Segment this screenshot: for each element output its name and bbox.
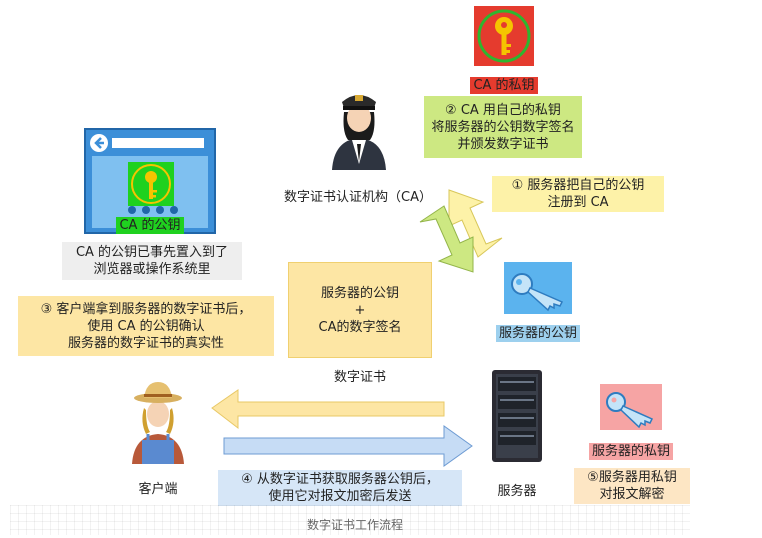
server-public-key-icon bbox=[504, 262, 572, 314]
server-private-key-label: 服务器的私钥 bbox=[582, 440, 680, 460]
step3-line: 服务器的数字证书的真实性 bbox=[67, 335, 224, 351]
ca-officer-avatar bbox=[324, 82, 394, 172]
step2-line: 并颁发数字证书 bbox=[457, 136, 549, 152]
ca-name: 数字证书认证机构（CA） bbox=[284, 190, 432, 205]
browser-note-line: CA 的公钥已事先置入到了 bbox=[75, 245, 229, 260]
step5-line: ⑤服务器用私钥 bbox=[587, 470, 677, 485]
step2-line: ② CA 用自己的私钥 bbox=[445, 102, 561, 118]
browser-dots bbox=[126, 206, 178, 214]
step3-line: ③ 客户端拿到服务器的数字证书后， bbox=[40, 301, 252, 317]
certificate-line2: CA的数字签名 bbox=[318, 319, 402, 335]
server-name: 服务器 bbox=[497, 484, 537, 499]
browser-note: CA 的公钥已事先置入到了 浏览器或操作系统里 bbox=[62, 242, 242, 280]
browser-note-line: 浏览器或操作系统里 bbox=[93, 262, 211, 277]
client-name: 客户端 bbox=[138, 482, 178, 497]
step4-line: 使用它对报文加密后发送 bbox=[268, 489, 412, 504]
step3-line: 使用 CA 的公钥确认 bbox=[87, 318, 205, 334]
back-arrow-icon bbox=[90, 134, 108, 152]
caption-grid-background bbox=[10, 505, 690, 535]
ca-private-key-label: CA 的私钥 bbox=[466, 74, 542, 94]
digital-certificate: 服务器的公钥 + CA的数字签名 bbox=[288, 262, 432, 358]
certificate-line1: 服务器的公钥 bbox=[320, 285, 399, 301]
server-rack-icon bbox=[490, 368, 544, 464]
server-public-key-label: 服务器的公钥 bbox=[490, 322, 586, 342]
step5-note: ⑤服务器用私钥 对报文解密 bbox=[574, 468, 690, 504]
ca-public-key-label: CA 的公钥 bbox=[108, 214, 192, 234]
browser-address-bar bbox=[112, 138, 204, 148]
client-avatar bbox=[126, 376, 190, 466]
step2-note: ② CA 用自己的私钥 将服务器的公钥数字签名 并颁发数字证书 bbox=[424, 96, 582, 158]
step1-note: ① 服务器把自己的公钥 注册到 CA bbox=[492, 176, 664, 212]
browser-window: CA 的公钥 bbox=[84, 128, 216, 234]
step2-line: 将服务器的公钥数字签名 bbox=[431, 119, 575, 135]
certificate-plus: + bbox=[354, 302, 366, 318]
ca-private-key-icon bbox=[474, 6, 534, 66]
step5-line: 对报文解密 bbox=[599, 487, 665, 502]
step1-line: 注册到 CA bbox=[547, 195, 609, 210]
step3-note: ③ 客户端拿到服务器的数字证书后， 使用 CA 的公钥确认 服务器的数字证书的真… bbox=[18, 296, 274, 356]
ca-public-key-icon bbox=[128, 162, 174, 206]
step4-note: ④ 从数字证书获取服务器公钥后， 使用它对报文加密后发送 bbox=[218, 470, 462, 506]
step1-line: ① 服务器把自己的公钥 bbox=[511, 178, 645, 193]
figure-caption: 数字证书工作流程 bbox=[306, 518, 403, 532]
certificate-caption: 数字证书 bbox=[333, 370, 386, 385]
server-private-key-icon bbox=[600, 384, 662, 430]
step4-line: ④ 从数字证书获取服务器公钥后， bbox=[241, 472, 439, 487]
